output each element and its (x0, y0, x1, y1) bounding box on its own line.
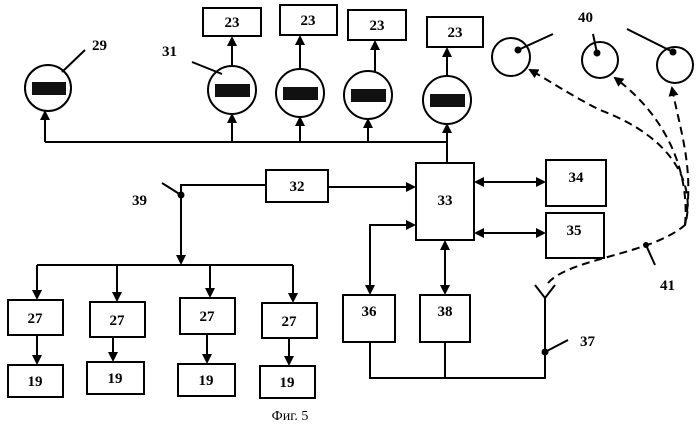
line-32-tree (181, 185, 266, 263)
label-41: 41 (660, 278, 675, 294)
sensor-40-2 (582, 34, 618, 78)
leader-39 (162, 183, 181, 195)
box-23: 23 (348, 10, 406, 40)
sensor-40-3 (627, 29, 693, 83)
box-label: 23 (225, 15, 240, 31)
box-label: 19 (28, 374, 43, 390)
box-label: 34 (569, 170, 585, 186)
gauge-31-4 (423, 76, 471, 124)
leader-37 (545, 340, 568, 352)
sensor-40-1 (492, 34, 553, 76)
gauge-29 (25, 65, 71, 111)
box-34: 34 (546, 160, 606, 206)
figure-caption: Фиг. 5 (272, 409, 309, 424)
box-label: 35 (567, 223, 582, 239)
box-label: 23 (448, 25, 463, 41)
box-label: 23 (301, 13, 316, 29)
bus-arrows (45, 112, 447, 142)
gauge-arrows (232, 37, 447, 76)
tree-arrows (37, 265, 293, 301)
arrow-36-33 (370, 225, 414, 293)
box-27: 27 (8, 300, 63, 335)
box-label: 27 (200, 309, 216, 325)
box-label: 36 (362, 304, 378, 320)
box-label: 23 (370, 18, 385, 34)
box-label: 32 (290, 179, 305, 195)
leader-31 (192, 62, 222, 74)
box-label: 19 (280, 375, 295, 391)
box-27: 27 (180, 298, 235, 334)
box-35: 35 (546, 213, 604, 258)
box-27: 27 (90, 302, 145, 337)
box-36: 36 (343, 295, 395, 342)
box-label: 27 (28, 311, 44, 327)
label-39: 39 (132, 193, 147, 209)
antenna-icon (535, 285, 555, 298)
label-37: 37 (580, 334, 596, 350)
arrows-27-19 (37, 334, 289, 364)
label-29: 29 (92, 38, 107, 54)
box-38: 38 (420, 295, 470, 342)
box-label: 27 (110, 313, 126, 329)
box-33: 33 (416, 163, 474, 240)
box-19: 19 (87, 362, 144, 394)
gauge-31-2 (276, 69, 324, 117)
label-40: 40 (578, 10, 593, 26)
box-label: 27 (282, 314, 298, 330)
box-19: 19 (8, 365, 63, 397)
box-label: 33 (438, 193, 453, 209)
gauge-31-1 (208, 66, 256, 114)
box-27: 27 (262, 303, 317, 338)
box-19: 19 (260, 366, 315, 398)
box-label: 38 (438, 304, 453, 320)
leader-41 (646, 245, 655, 265)
box-19: 19 (178, 364, 235, 396)
box-32: 32 (266, 170, 328, 202)
box-23: 23 (203, 8, 261, 36)
label-31: 31 (162, 44, 177, 60)
box-23: 23 (280, 5, 337, 35)
box-label: 19 (108, 371, 123, 387)
leader-29 (62, 50, 85, 72)
box-23: 23 (427, 17, 483, 47)
junction-41 (643, 242, 649, 248)
box-label: 19 (199, 373, 214, 389)
gauge-31-3 (344, 71, 392, 119)
